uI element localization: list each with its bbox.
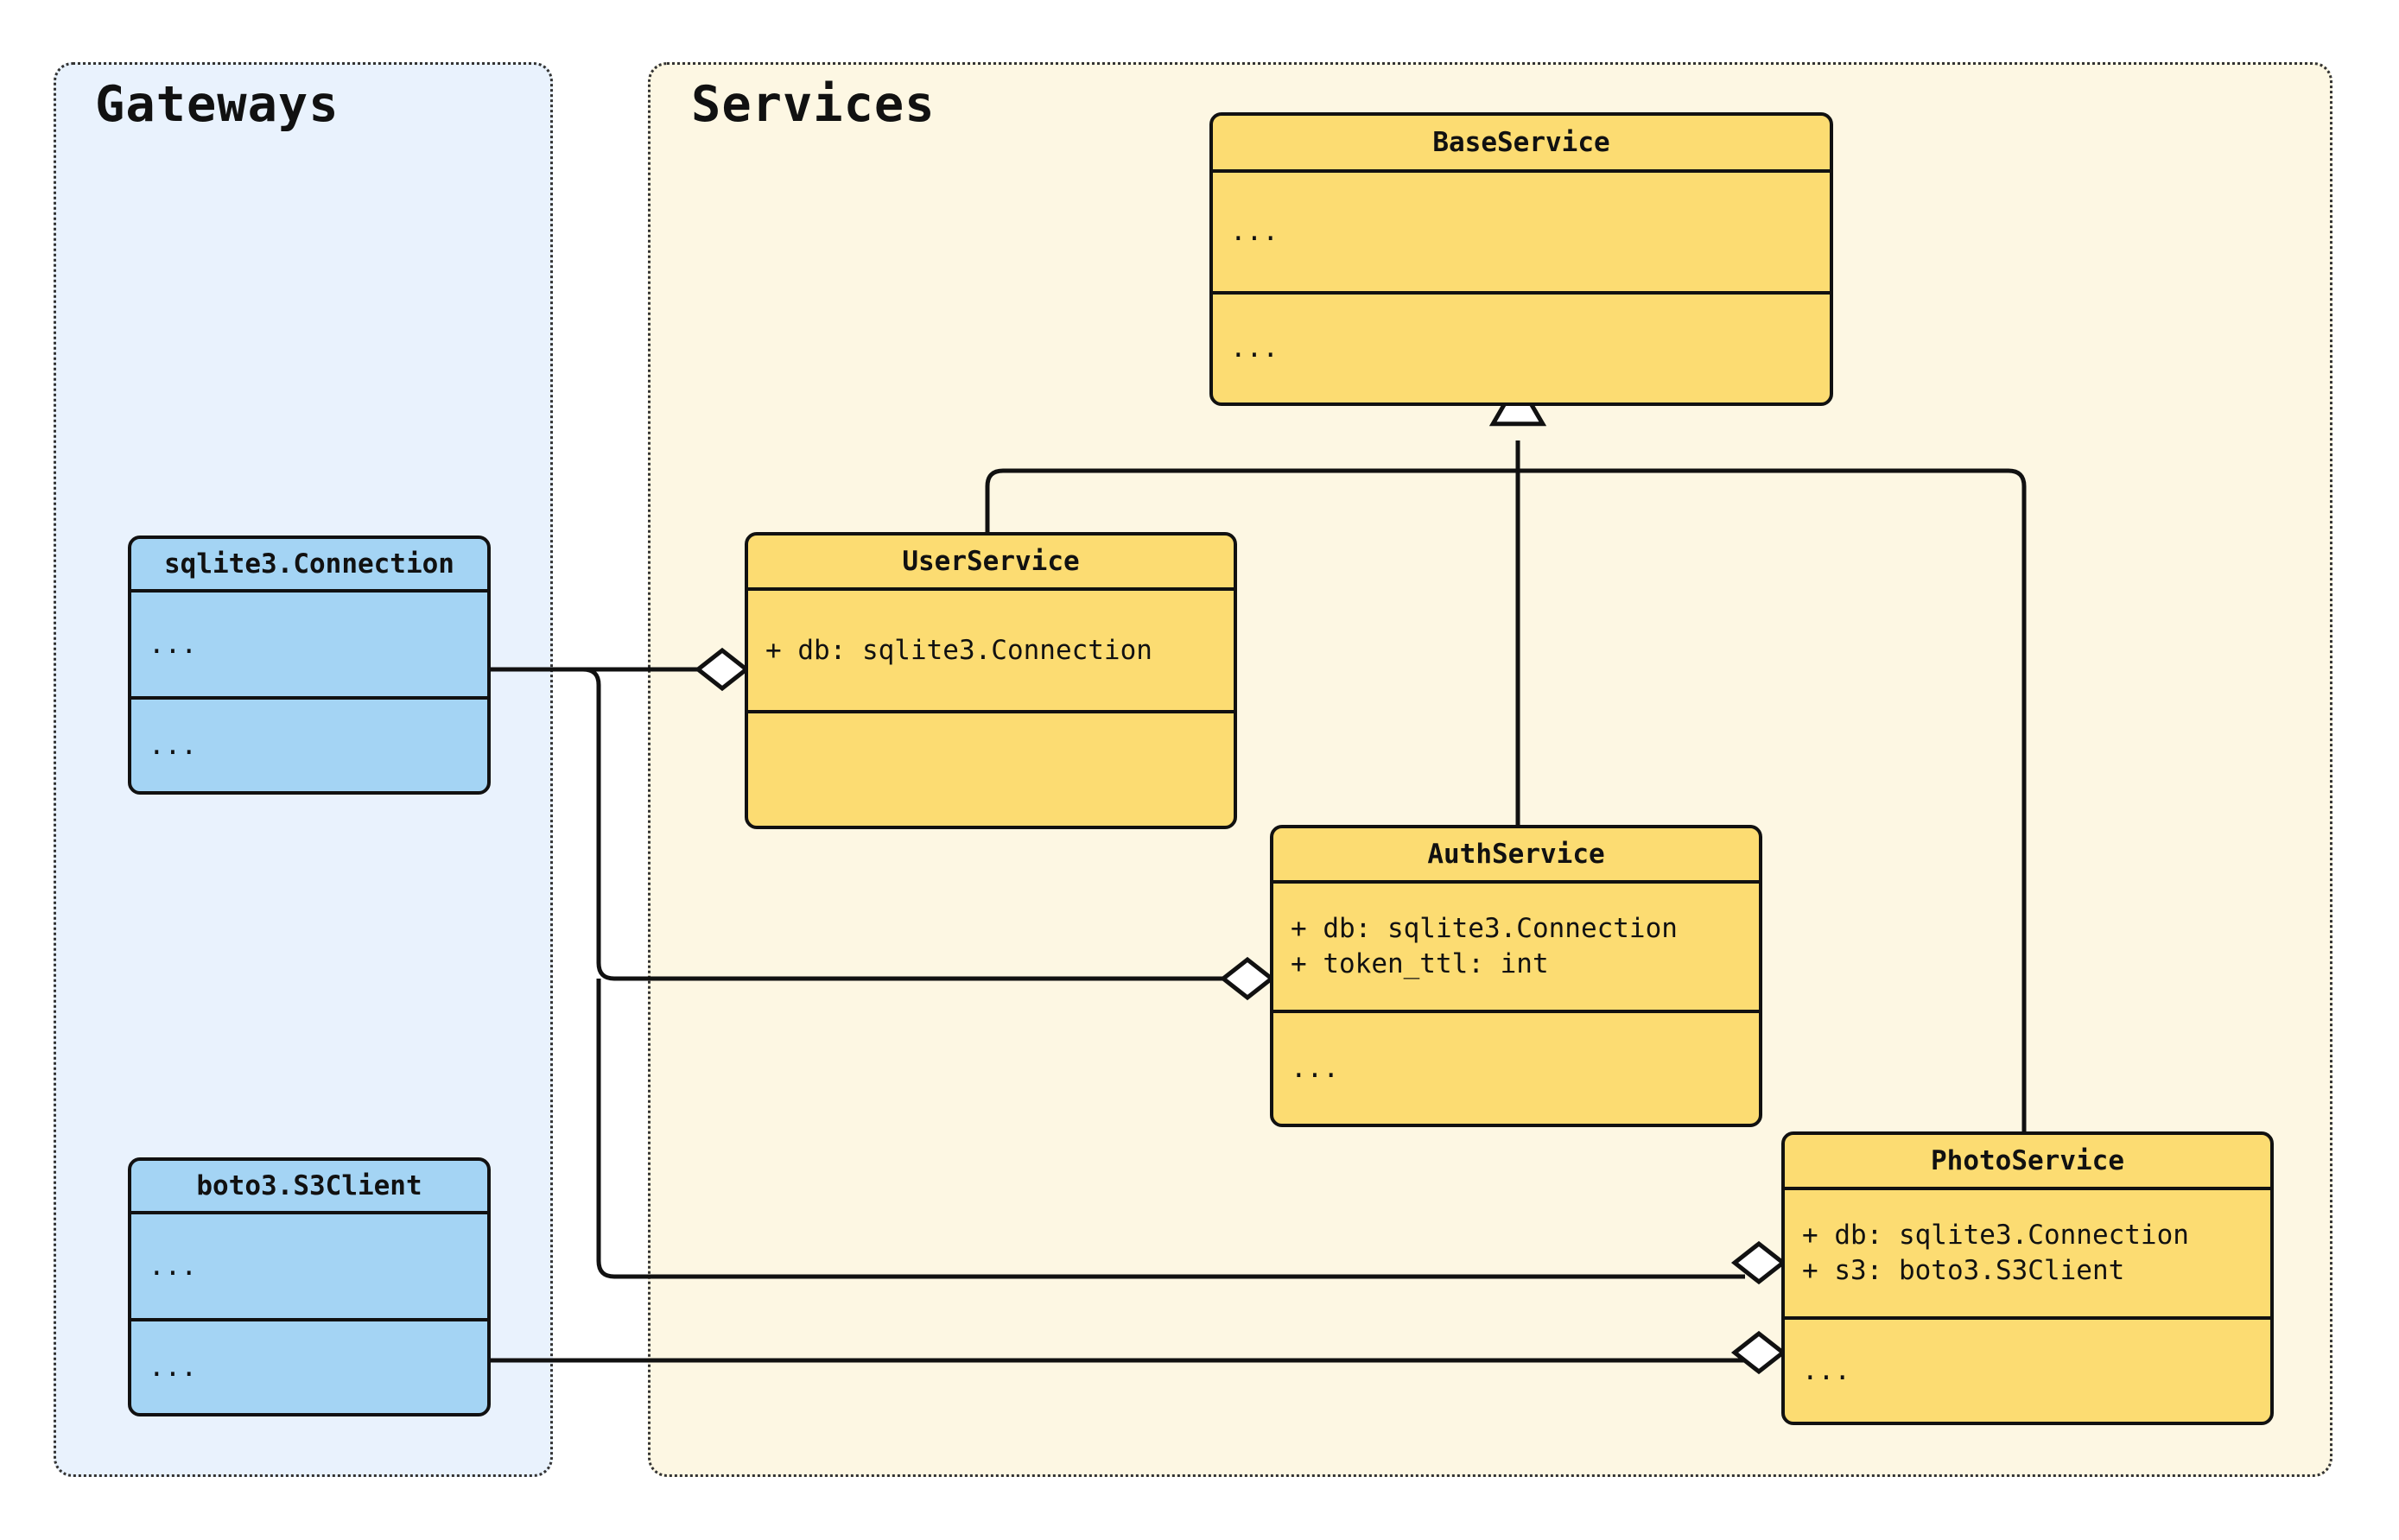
uml-class-photo-service[interactable]: PhotoService+ db: sqlite3.Connection+ s3…	[1781, 1131, 2274, 1425]
uml-methods-boto3-s3client: ...	[131, 1318, 487, 1413]
uml-attributes-boto3-s3client: ...	[131, 1214, 487, 1318]
uml-attribute-line: ...	[1230, 216, 1279, 248]
uml-attributes-sqlite3-connection: ...	[131, 593, 487, 696]
uml-class-user-service[interactable]: UserService + db: sqlite3.Connection	[745, 532, 1237, 829]
uml-methods-photo-service: ...	[1785, 1316, 2270, 1422]
uml-method-line: ...	[1802, 1354, 1850, 1386]
uml-class-sqlite3-connection[interactable]: sqlite3.Connection......	[128, 536, 491, 795]
uml-attributes-base-service: ...	[1213, 173, 1830, 291]
uml-attribute-line: ...	[149, 628, 197, 660]
uml-method-line: ...	[149, 729, 197, 761]
uml-class-base-service[interactable]: BaseService......	[1209, 112, 1833, 406]
uml-attribute-line: ...	[149, 1250, 197, 1282]
uml-class-name-base-service: BaseService	[1213, 116, 1830, 173]
uml-class-boto3-s3client[interactable]: boto3.S3Client......	[128, 1157, 491, 1416]
uml-class-name-auth-service: AuthService	[1273, 828, 1759, 884]
uml-class-name-sqlite3-connection: sqlite3.Connection	[131, 539, 487, 593]
package-services-title: Services	[691, 76, 936, 133]
uml-method-line: ...	[149, 1351, 197, 1383]
uml-attributes-auth-service: + db: sqlite3.Connection+ token_ttl: int	[1273, 884, 1759, 1010]
uml-class-name-user-service: UserService	[748, 536, 1234, 591]
uml-method-line: ...	[1291, 1052, 1339, 1084]
uml-methods-sqlite3-connection: ...	[131, 696, 487, 791]
uml-methods-user-service	[748, 710, 1234, 826]
uml-methods-auth-service: ...	[1273, 1010, 1759, 1124]
uml-attributes-user-service: + db: sqlite3.Connection	[748, 591, 1234, 710]
uml-class-auth-service[interactable]: AuthService+ db: sqlite3.Connection+ tok…	[1270, 825, 1762, 1127]
package-gateways-title: Gateways	[95, 76, 340, 133]
uml-methods-base-service: ...	[1213, 291, 1830, 402]
uml-method-line: ...	[1230, 333, 1279, 364]
uml-class-name-boto3-s3client: boto3.S3Client	[131, 1161, 487, 1214]
uml-attribute-line: + db: sqlite3.Connection	[765, 634, 1152, 666]
uml-attribute-line: + s3: boto3.S3Client	[1802, 1255, 2125, 1286]
uml-attribute-line: + db: sqlite3.Connection	[1291, 913, 1678, 945]
uml-attribute-line: + token_ttl: int	[1291, 948, 1549, 979]
uml-class-name-photo-service: PhotoService	[1785, 1135, 2270, 1190]
uml-attribute-line: + db: sqlite3.Connection	[1802, 1220, 2189, 1252]
uml-attributes-photo-service: + db: sqlite3.Connection+ s3: boto3.S3Cl…	[1785, 1190, 2270, 1316]
